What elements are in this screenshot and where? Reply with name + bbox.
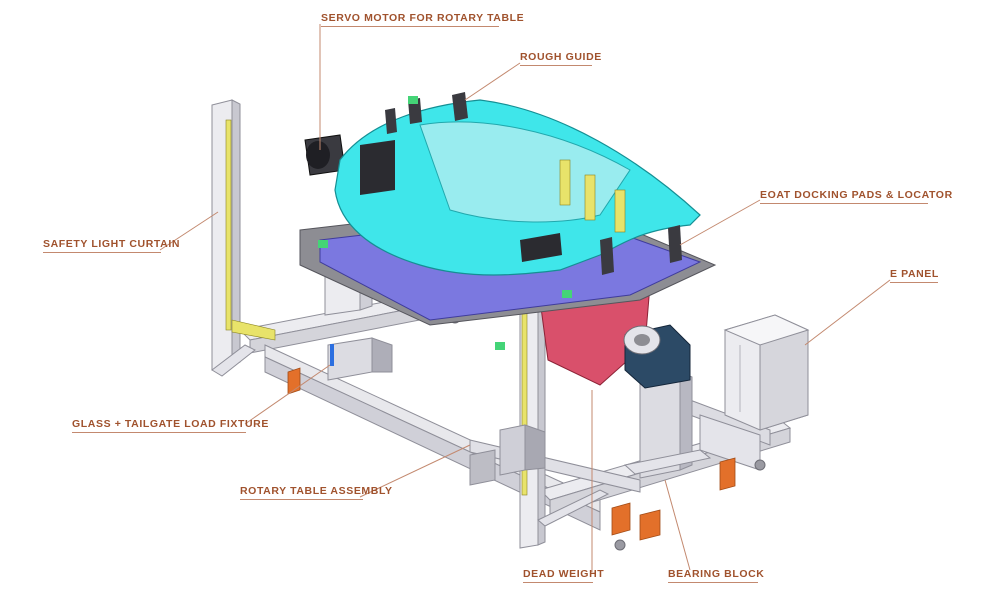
safety-light-curtain-left [211, 99, 276, 377]
underline-e-panel [890, 282, 938, 283]
callout-e-panel: E PANEL [890, 268, 939, 280]
callout-glass-tailgate: GLASS + TAILGATE LOAD FIXTURE [72, 418, 269, 430]
safety-light-curtain-right [519, 281, 610, 549]
callout-eoat-docking: EOAT DOCKING PADS & LOCATOR [760, 189, 953, 201]
underline-servo-motor [321, 26, 499, 27]
callout-leaders [159, 24, 891, 572]
callout-dead-weight: DEAD WEIGHT [523, 568, 605, 580]
underline-bearing-block [668, 582, 758, 583]
underline-dead-weight [523, 582, 593, 583]
underline-rough-guide [520, 65, 592, 66]
support-posts [324, 244, 712, 479]
callout-safety-light-curtain: SAFETY LIGHT CURTAIN [43, 238, 181, 250]
callout-rotary-table: ROTARY TABLE ASSEMBLY [240, 485, 393, 497]
electrical-panel [723, 314, 810, 431]
underline-rotary-table [240, 499, 363, 500]
leveling-feet [287, 312, 766, 551]
callout-servo-motor: SERVO MOTOR FOR ROTARY TABLE [321, 12, 525, 24]
callout-bearing-block: BEARING BLOCK [668, 568, 765, 580]
callout-rough-guide: ROUGH GUIDE [520, 51, 602, 63]
vehicle-body-shell [318, 92, 701, 350]
underline-eoat-docking [760, 203, 928, 204]
underline-safety-light-curtain [43, 252, 161, 253]
underline-glass-tailgate [72, 432, 246, 433]
